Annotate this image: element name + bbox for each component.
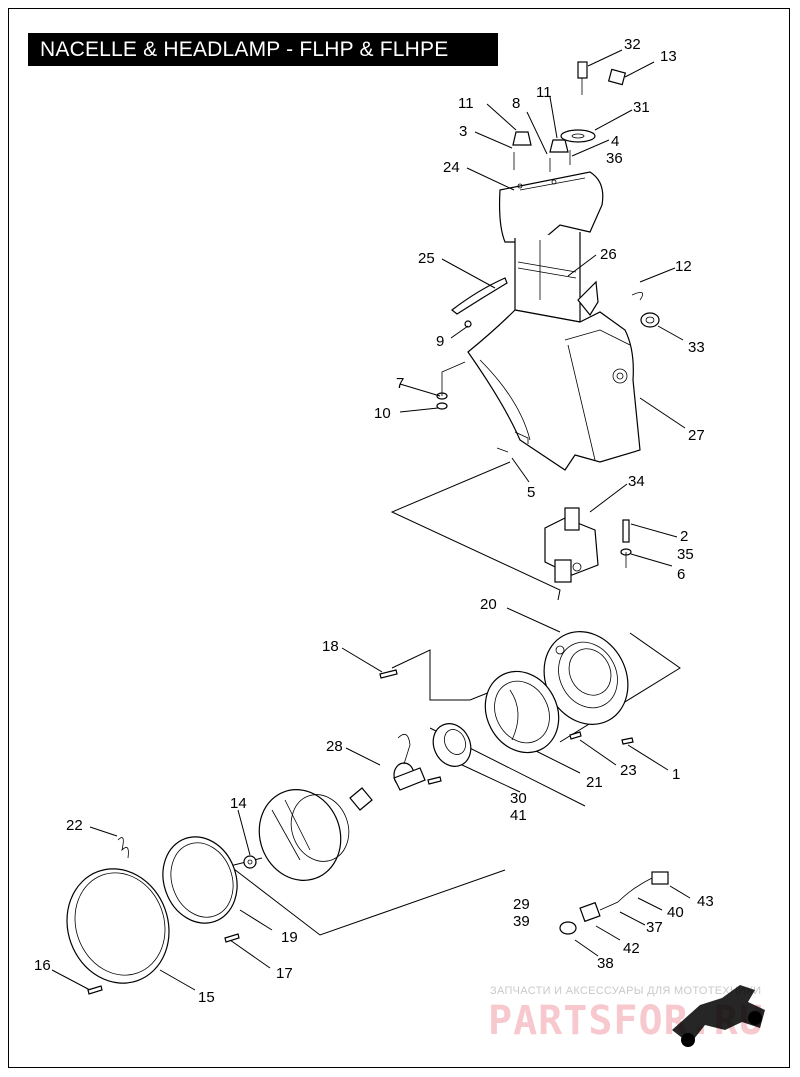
watermark-tagline: ЗАПЧАСТИ И АКСЕССУАРЫ ДЛЯ МОТОТЕХНИКИ — [490, 985, 761, 997]
callout-6: 6 — [677, 566, 685, 583]
callout-9: 9 — [436, 333, 444, 350]
callout-26: 26 — [600, 246, 617, 263]
callout-16: 16 — [34, 957, 51, 974]
callout-34: 34 — [628, 473, 645, 490]
callout-42: 42 — [623, 940, 640, 957]
callout-40: 40 — [667, 904, 684, 921]
callout-13: 13 — [660, 48, 677, 65]
callout-19: 19 — [281, 929, 298, 946]
callout-35: 35 — [677, 546, 694, 563]
callout-37: 37 — [646, 919, 663, 936]
motorcycle-silhouette-icon — [672, 985, 765, 1044]
callout-29: 29 — [513, 896, 530, 913]
callout-33: 33 — [688, 339, 705, 356]
callout-10: 10 — [374, 405, 391, 422]
callout-7: 7 — [396, 375, 404, 392]
callout-21: 21 — [586, 774, 603, 791]
callout-2: 2 — [680, 528, 688, 545]
callout-30: 30 — [510, 790, 527, 807]
headlamp-assembly — [66, 631, 669, 995]
callout-17: 17 — [276, 965, 293, 982]
callout-5: 5 — [527, 484, 535, 501]
callout-41: 41 — [510, 807, 527, 824]
callout-31: 31 — [633, 99, 650, 116]
callout-15: 15 — [198, 989, 215, 1006]
callout-18: 18 — [322, 638, 339, 655]
callout-28: 28 — [326, 738, 343, 755]
callout-43: 43 — [697, 893, 714, 910]
callout-11: 11 — [458, 95, 474, 112]
nacelle-assembly — [436, 61, 660, 583]
leader-lines — [51, 49, 691, 991]
callout-25: 25 — [418, 250, 435, 267]
callout-labels: 32 13 11 8 11 31 3 4 36 24 26 25 12 9 33… — [34, 36, 714, 1006]
callout-23: 23 — [620, 762, 637, 779]
callout-12: 12 — [675, 258, 692, 275]
callout-14: 14 — [230, 795, 247, 812]
callout-20: 20 — [480, 596, 497, 613]
callout-36: 36 — [606, 150, 623, 167]
callout-8: 8 — [512, 95, 520, 112]
callout-4: 4 — [611, 133, 619, 150]
diagram-frame — [8, 8, 790, 1068]
callout-24: 24 — [443, 159, 460, 176]
callout-38: 38 — [597, 955, 614, 972]
watermark: ЗАПЧАСТИ И АКСЕССУАРЫ ДЛЯ МОТОТЕХНИКИ PA… — [488, 985, 765, 1047]
diagram-title: NACELLE & HEADLAMP - FLHP & FLHPE — [28, 33, 498, 66]
callout-39: 39 — [513, 913, 530, 930]
callout-1: 1 — [672, 766, 680, 783]
callout-3: 3 — [459, 123, 467, 140]
callout-22: 22 — [66, 817, 83, 834]
callout-32: 32 — [624, 36, 641, 53]
callout-27: 27 — [688, 427, 705, 444]
callout-11: 11 — [536, 84, 552, 101]
